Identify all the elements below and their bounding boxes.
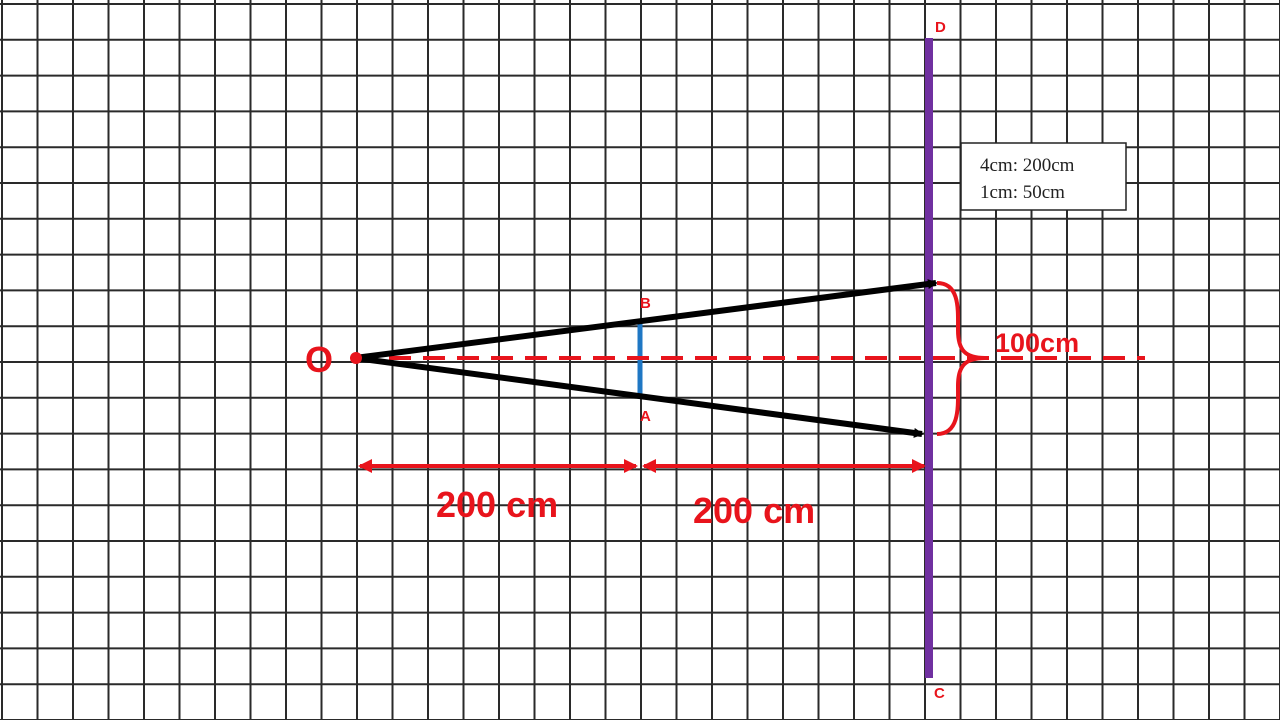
point-o-dot [350, 352, 362, 364]
label-point-a: A [640, 408, 651, 425]
label-distance-left: 200 cm [436, 484, 558, 525]
scale-box: 4cm: 200cm 1cm: 50cm [960, 142, 1127, 211]
ray-upper [354, 279, 938, 361]
label-point-o: O [305, 339, 333, 380]
scale-line-1: 4cm: 200cm [980, 155, 1075, 176]
label-distance-right: 200 cm [693, 490, 815, 531]
ray-lower [354, 355, 924, 438]
label-point-b: B [640, 295, 651, 312]
label-point-c: C [934, 685, 945, 702]
label-point-d: D [935, 19, 946, 36]
brace-100cm [936, 281, 986, 436]
label-brace-100cm: 100cm [995, 328, 1079, 358]
scale-line-2: 1cm: 50cm [980, 182, 1065, 203]
